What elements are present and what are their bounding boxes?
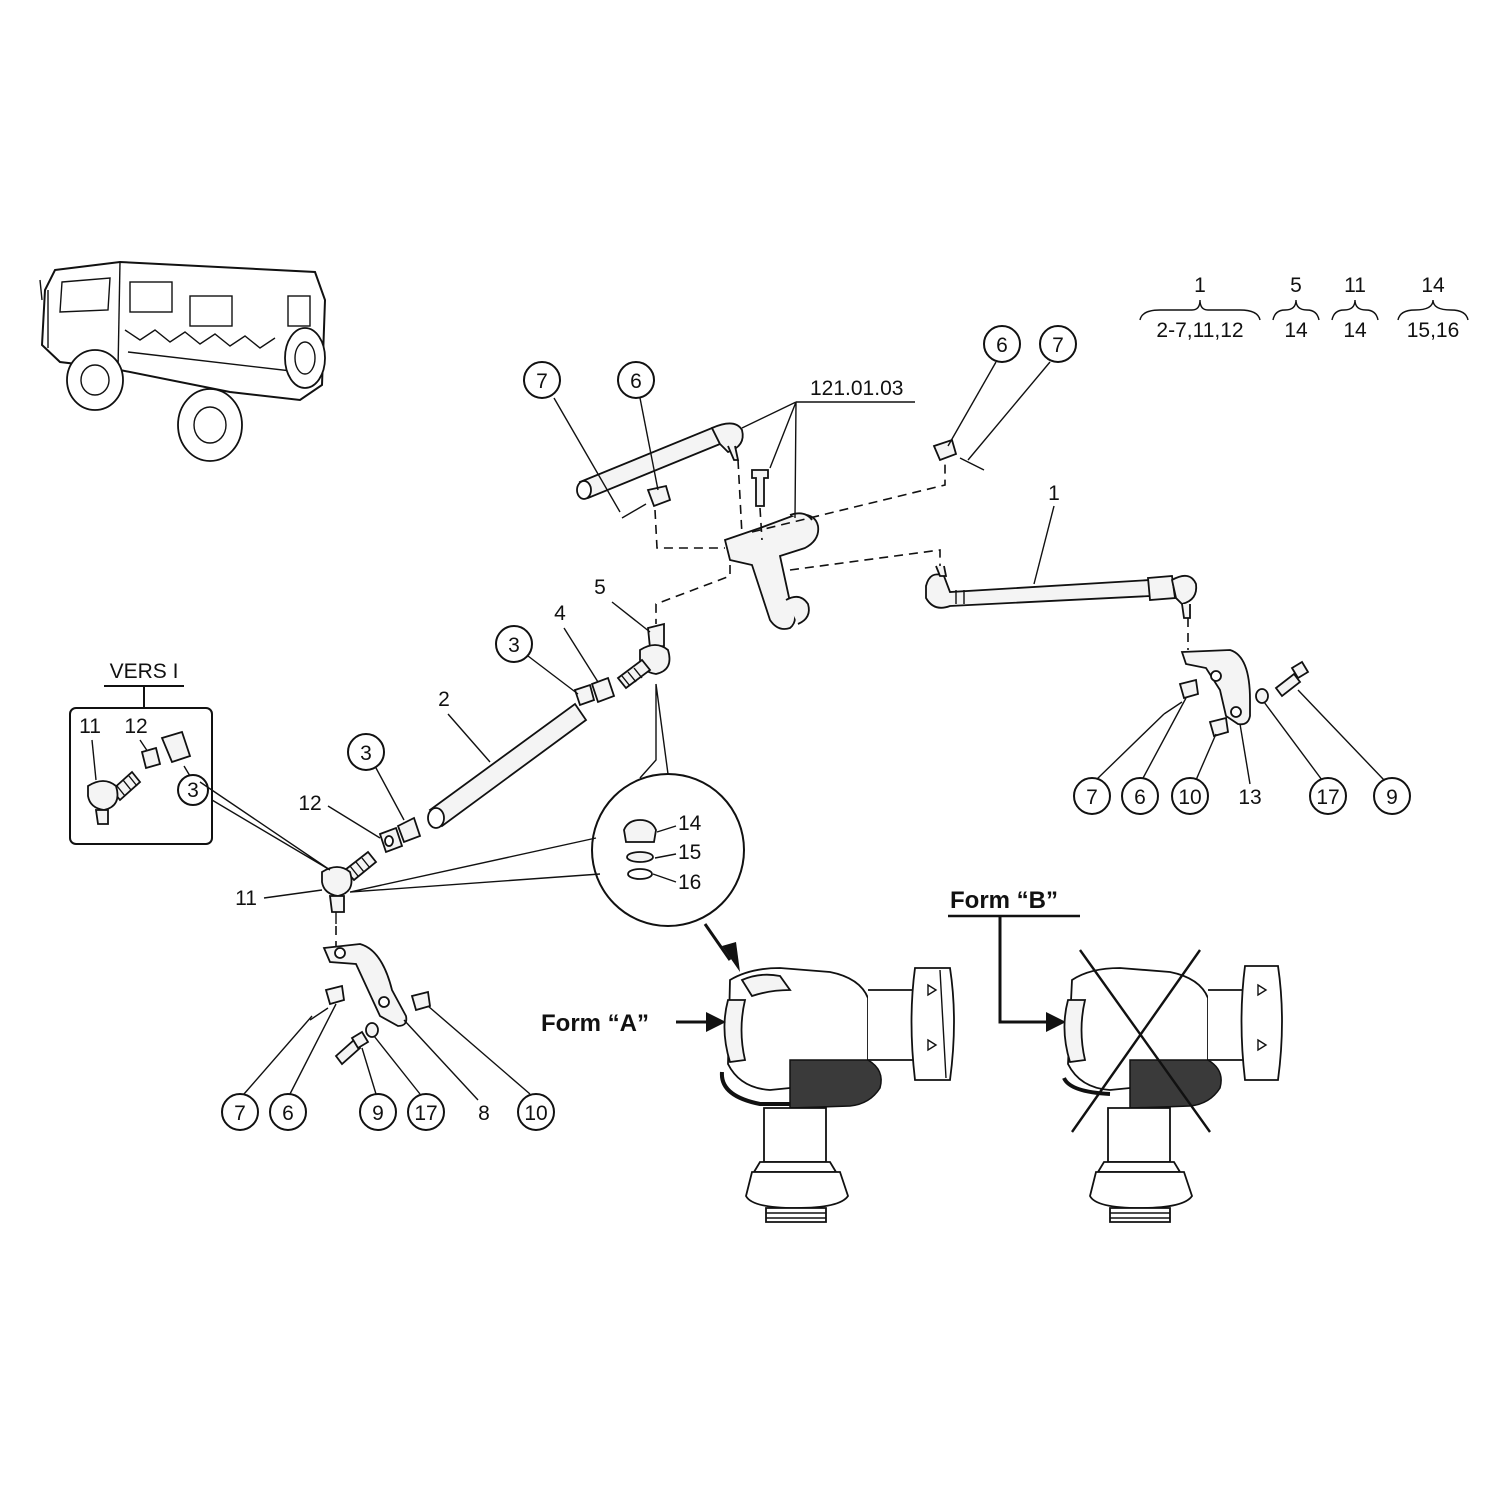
callout-7-right: 7 — [1052, 334, 1064, 357]
key-parent-11: 11 — [1344, 274, 1366, 297]
key-contents-5: 14 — [1284, 319, 1308, 342]
callout-10-right-row: 10 — [1178, 786, 1201, 809]
form-a-joint — [719, 967, 955, 1223]
right-linkage — [925, 565, 1310, 738]
callout-6-lower: 6 — [282, 1102, 294, 1125]
callout-17-right-row: 17 — [1316, 786, 1339, 809]
callout-11: 11 — [235, 887, 257, 910]
callout-7-right-row: 7 — [1086, 786, 1098, 809]
callout-6-right: 6 — [996, 334, 1008, 357]
form-b-label: Form “B” — [950, 887, 1058, 914]
key-parent-1: 1 — [1194, 274, 1206, 297]
key-parent-5: 5 — [1290, 274, 1302, 297]
key-parent-14: 14 — [1421, 274, 1445, 297]
detail-label-15: 15 — [678, 841, 701, 864]
callout-9-lower: 9 — [372, 1102, 384, 1125]
variant-label: VERS I — [110, 660, 179, 683]
callout-13: 13 — [1238, 786, 1261, 809]
callout-10-lower: 10 — [524, 1102, 547, 1125]
inset-bubble-3: 3 — [187, 779, 199, 802]
detail-callout: 14 15 16 — [349, 683, 745, 972]
detail-label-14: 14 — [678, 812, 702, 835]
callout-4: 4 — [554, 602, 566, 625]
callout-8: 8 — [478, 1102, 490, 1125]
callout-7-upper: 7 — [536, 370, 548, 393]
drag-link-assembly — [309, 622, 671, 1066]
callouts: 7 6 6 7 1 5 4 3 2 3 12 11 — [221, 325, 1411, 1131]
callout-17-lower: 17 — [414, 1102, 437, 1125]
form-a-label: Form “A” — [541, 1010, 649, 1037]
vehicle-thumbnail — [39, 260, 327, 462]
callout-2: 2 — [438, 688, 450, 711]
form-b-arrow — [948, 914, 1080, 1032]
inset-label-12: 12 — [124, 715, 147, 738]
key-contents-1: 2-7,11,12 — [1156, 319, 1243, 342]
callout-7-lower: 7 — [234, 1102, 246, 1125]
callout-12: 12 — [298, 792, 321, 815]
ref-drawing-label: 121.01.03 — [810, 377, 903, 400]
key-contents-11: 14 — [1343, 319, 1367, 342]
callout-6-right-row: 6 — [1134, 786, 1146, 809]
callout-3-upper: 3 — [508, 634, 520, 657]
vers-i-inset: VERS I 11 12 3 — [69, 660, 331, 871]
callout-1: 1 — [1048, 482, 1060, 505]
callout-3-lower: 3 — [360, 742, 372, 765]
form-a-arrow — [676, 1012, 726, 1032]
assembly-key: 1 2-7,11,12 5 14 11 14 14 15,16 — [1139, 274, 1469, 342]
key-contents-14: 15,16 — [1407, 319, 1460, 342]
callout-5: 5 — [594, 576, 606, 599]
callout-6-upper: 6 — [630, 370, 642, 393]
form-b-joint — [1062, 949, 1283, 1223]
upper-linkage: 121.01.03 — [576, 377, 985, 630]
callout-9-right-row: 9 — [1386, 786, 1398, 809]
inset-label-11: 11 — [79, 715, 101, 738]
detail-label-16: 16 — [678, 871, 701, 894]
